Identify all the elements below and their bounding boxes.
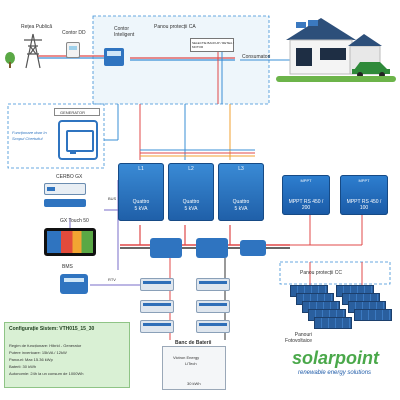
mppt-2-brand: MPPT — [358, 178, 370, 183]
inverter-l3: L3 Quattro 5 kVA — [218, 163, 264, 221]
config-line-2: Putere invertoare: 15kVA / 12kW — [9, 350, 67, 355]
inverter-l1-model: Quattro — [132, 199, 150, 205]
grass-strip — [276, 76, 396, 82]
battery-module-6 — [196, 320, 230, 333]
mppt-1: MPPT MPPT RS 450 / 200 — [282, 175, 330, 215]
bms-label: BMS — [62, 264, 73, 270]
brand-name: solarpoint — [292, 348, 380, 368]
battery-bank-label: Banc de Baterii — [175, 340, 212, 346]
generator-icon — [58, 120, 98, 160]
battery-brand: Victron Energy — [173, 355, 200, 360]
inverter-l2-phase: L2 — [188, 166, 194, 172]
dc-module-3 — [240, 240, 266, 256]
house-icon — [276, 10, 386, 82]
battery-module-1 — [140, 278, 174, 291]
cerbo-label: CERBO GX — [56, 174, 83, 180]
touch-screen-device — [44, 228, 96, 256]
rtv-label: RTV — [108, 277, 116, 282]
grid-tower-icon — [22, 32, 44, 70]
bms-device — [60, 274, 88, 294]
meter-label: Contor DD — [62, 30, 86, 36]
battery-model: LiTech — [185, 361, 197, 366]
config-line-1: Regim de funcționare: Hibrid - Generator — [9, 343, 82, 348]
dc-panel-label: Panou protecții CC — [300, 270, 342, 276]
generator-note: Funcționare doar în Scopul Chertuitul — [12, 130, 47, 141]
mppt-1-brand: MPPT — [300, 178, 312, 183]
selector-switch-label: SELECTIE BACKUP / RETEA / MOTOR — [192, 41, 234, 49]
config-line-5: Autonomie: 24h la un consum de 1000Wh — [9, 371, 84, 376]
consumers-label: Consumatori — [242, 54, 271, 60]
ac-panel-label: Panou protecții CA — [154, 24, 196, 30]
inverter-l3-model: Quattro — [232, 199, 250, 205]
car-icon — [350, 58, 392, 78]
dc-module-1 — [150, 238, 182, 258]
brand-tagline: renewable energy solutions — [298, 370, 372, 376]
config-panel: Configurație Sistem: VTH015_15_30 Regim … — [4, 322, 130, 388]
generator-header: GENERATOR — [54, 108, 100, 116]
battery-module-2 — [196, 278, 230, 291]
smart-meter-label: Contor Inteligent — [114, 26, 135, 38]
tree-icon — [5, 52, 15, 68]
meter-icon — [66, 42, 80, 58]
config-line-3: Panouri: Max 15.36 kWp — [9, 357, 53, 362]
config-title: Configurație Sistem: VTH015_15_30 — [9, 326, 95, 332]
inverter-l3-phase: L3 — [238, 166, 244, 172]
battery-module-5 — [140, 320, 174, 333]
battery-capacity: 30 kWh — [187, 381, 201, 386]
inverter-l1-phase: L1 — [138, 166, 144, 172]
mppt-2: MPPT MPPT RS 450 / 100 — [340, 175, 388, 215]
selector-switch: SELECTIE BACKUP / RETEA / MOTOR — [190, 38, 234, 52]
cerbo-gx-connectors — [44, 199, 86, 207]
pv-label: Panouri Fotovoltaice — [285, 332, 312, 344]
inverter-l2-power: 5 kVA — [184, 206, 198, 212]
bus-label: BUS — [108, 196, 117, 201]
generator-label: GENERATOR — [60, 110, 85, 115]
mppt-2-model: MPPT RS 450 / 100 — [346, 199, 382, 211]
smart-meter-icon — [104, 48, 124, 66]
pv-array — [290, 285, 394, 347]
dc-module-2 — [196, 238, 228, 258]
grid-label: Rețea Publică — [21, 24, 53, 30]
battery-module-3 — [140, 300, 174, 313]
battery-cabinet: Victron Energy LiTech 30 kWh — [162, 346, 226, 390]
cerbo-gx-device — [44, 183, 86, 195]
inverter-l1: L1 Quattro 5 kVA — [118, 163, 164, 221]
battery-module-4 — [196, 300, 230, 313]
inverter-l1-power: 5 kVA — [134, 206, 148, 212]
mppt-1-model: MPPT RS 450 / 200 — [288, 199, 324, 211]
touch-label: GX Touch 50 — [60, 218, 89, 224]
inverter-l3-power: 5 kVA — [234, 206, 248, 212]
inverter-l2-model: Quattro — [182, 199, 200, 205]
config-line-4: Baterii: 30 kWh — [9, 364, 37, 369]
inverter-l2: L2 Quattro 5 kVA — [168, 163, 214, 221]
